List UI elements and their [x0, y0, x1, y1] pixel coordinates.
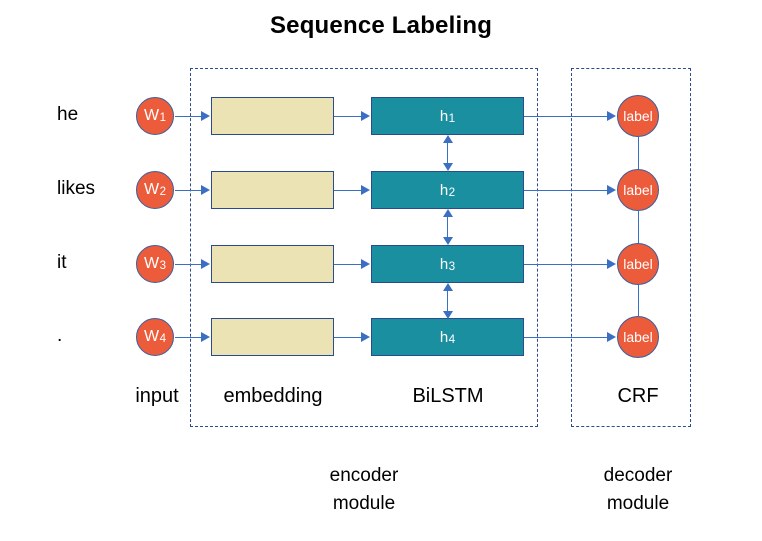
- crf-label-text-4: label: [623, 329, 653, 345]
- input-word-4: .: [57, 325, 63, 346]
- arrowhead-token-to-embed-2: [201, 185, 210, 195]
- arrowhead-bilstm-down-1-2: [443, 163, 453, 171]
- encoder-module-container: [190, 68, 538, 427]
- arrowhead-bilstm-up-1-2: [443, 135, 453, 143]
- caption-input: input: [135, 385, 179, 407]
- token-sub-4: 4: [159, 333, 166, 345]
- crf-label-text-1: label: [623, 108, 653, 124]
- arrowhead-embed-to-lstm-1: [361, 111, 370, 121]
- arrowhead-bilstm-up-2-3: [443, 209, 453, 217]
- crf-label-text-2: label: [623, 182, 653, 198]
- caption-decoder-line1: decoder: [603, 465, 673, 486]
- connector-lstm-to-label-4: [524, 337, 609, 338]
- decoder-module-container: [571, 68, 691, 427]
- connector-token-to-embed-2: [175, 190, 203, 191]
- arrowhead-lstm-to-label-4: [607, 332, 616, 342]
- hidden-sub-4: 4: [448, 332, 456, 346]
- arrowhead-embed-to-lstm-2: [361, 185, 370, 195]
- connector-token-to-embed-1: [175, 116, 203, 117]
- caption-encoder-line2: module: [332, 492, 396, 514]
- embedding-box-2: [211, 171, 334, 209]
- crf-chain-link-2-3: [638, 211, 639, 243]
- hidden-label-4: h: [439, 328, 449, 346]
- caption-crf: CRF: [617, 385, 659, 407]
- caption-encoder-module: encoder module: [284, 462, 444, 517]
- bilstm-bidirectional-link-1-2: [447, 138, 448, 167]
- arrowhead-lstm-to-label-2: [607, 185, 616, 195]
- connector-lstm-to-label-2: [524, 190, 609, 191]
- bilstm-bidirectional-link-2-3: [447, 212, 448, 241]
- hidden-sub-3: 3: [448, 259, 456, 273]
- crf-label-text-3: label: [623, 256, 653, 272]
- hidden-label-3: h: [439, 255, 449, 273]
- arrowhead-embed-to-lstm-4: [361, 332, 370, 342]
- connector-token-to-embed-4: [175, 337, 203, 338]
- input-word-1: he: [57, 104, 79, 125]
- connector-embed-to-lstm-3: [334, 264, 362, 265]
- embedding-box-1: [211, 97, 334, 135]
- embedding-box-3: [211, 245, 334, 283]
- connector-token-to-embed-3: [175, 264, 203, 265]
- embedding-box-4: [211, 318, 334, 356]
- hidden-label-2: h: [439, 181, 449, 199]
- token-label-2: W: [143, 181, 160, 198]
- crf-chain-link-1-2: [638, 137, 639, 169]
- caption-bilstm: BiLSTM: [412, 385, 484, 407]
- connector-embed-to-lstm-1: [334, 116, 362, 117]
- page-title: Sequence Labeling: [269, 12, 493, 39]
- input-word-2: likes: [57, 178, 96, 199]
- connector-embed-to-lstm-4: [334, 337, 362, 338]
- arrowhead-bilstm-up-3-4: [443, 283, 453, 291]
- arrowhead-bilstm-down-2-3: [443, 237, 453, 245]
- caption-decoder-line2: module: [606, 492, 670, 514]
- token-label-4: W: [143, 328, 160, 345]
- hidden-label-1: h: [439, 107, 449, 125]
- arrowhead-lstm-to-label-1: [607, 111, 616, 121]
- token-sub-1: 1: [159, 112, 166, 124]
- crf-label-circle-1: label: [617, 95, 659, 137]
- connector-lstm-to-label-1: [524, 116, 609, 117]
- token-label-1: W: [143, 107, 160, 124]
- arrowhead-embed-to-lstm-3: [361, 259, 370, 269]
- bilstm-bidirectional-link-3-4: [447, 286, 448, 315]
- arrowhead-lstm-to-label-3: [607, 259, 616, 269]
- connector-lstm-to-label-3: [524, 264, 609, 265]
- arrowhead-token-to-embed-3: [201, 259, 210, 269]
- token-sub-2: 2: [159, 186, 166, 198]
- caption-decoder-module: decoder module: [558, 462, 718, 517]
- crf-chain-link-3-4: [638, 285, 639, 316]
- arrowhead-token-to-embed-4: [201, 332, 210, 342]
- hidden-sub-1: 1: [448, 111, 456, 125]
- input-word-3: it: [57, 252, 67, 273]
- caption-encoder-line1: encoder: [329, 465, 399, 486]
- arrowhead-bilstm-down-3-4: [443, 311, 453, 319]
- arrowhead-token-to-embed-1: [201, 111, 210, 121]
- token-label-3: W: [143, 255, 160, 272]
- crf-label-circle-4: label: [617, 316, 659, 358]
- crf-label-circle-2: label: [617, 169, 659, 211]
- token-sub-3: 3: [159, 260, 166, 272]
- caption-embedding: embedding: [223, 385, 323, 407]
- connector-embed-to-lstm-2: [334, 190, 362, 191]
- hidden-sub-2: 2: [448, 185, 456, 199]
- crf-label-circle-3: label: [617, 243, 659, 285]
